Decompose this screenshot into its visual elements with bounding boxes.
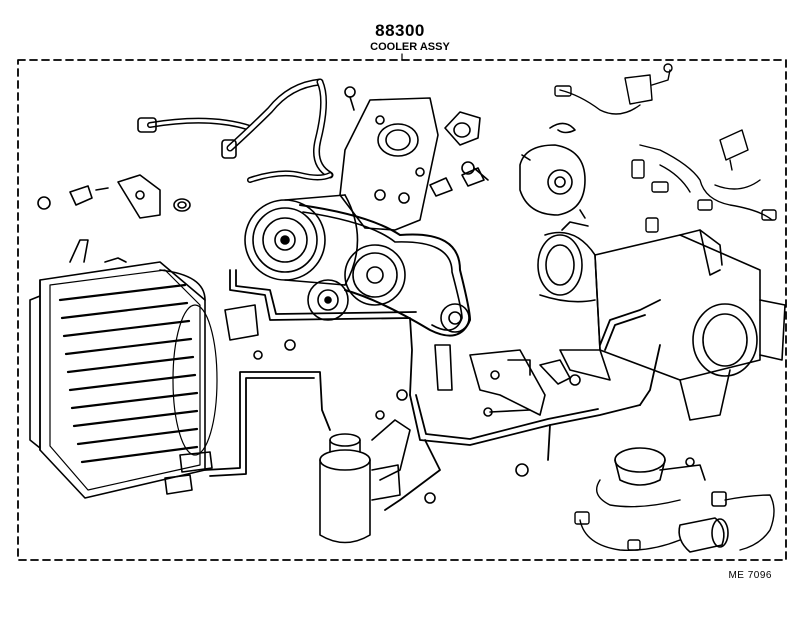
magnetic-clutch-relay — [678, 491, 729, 553]
fastener-bolts — [37, 86, 581, 504]
clip-retainer — [549, 122, 576, 134]
receiver-dryer — [319, 419, 411, 544]
reference-code: ME 7096 — [728, 570, 772, 581]
refrigerant-hoses — [137, 78, 334, 183]
wiring-harness — [554, 63, 777, 233]
compressor — [244, 194, 359, 321]
part-name: COOLER ASSY — [370, 41, 450, 53]
vacuum-actuator — [614, 447, 706, 486]
gasket — [444, 111, 481, 146]
switch-wiring — [574, 479, 775, 551]
drive-belt — [299, 204, 471, 337]
blower-motor — [537, 221, 596, 303]
condenser — [29, 239, 218, 499]
blower-unit — [559, 229, 786, 421]
refrigerant-pipes — [204, 269, 661, 511]
pipe-brackets — [224, 304, 571, 416]
blower-fan — [519, 144, 586, 219]
compressor-bracket — [339, 97, 439, 231]
part-number: 88300 — [375, 21, 425, 40]
